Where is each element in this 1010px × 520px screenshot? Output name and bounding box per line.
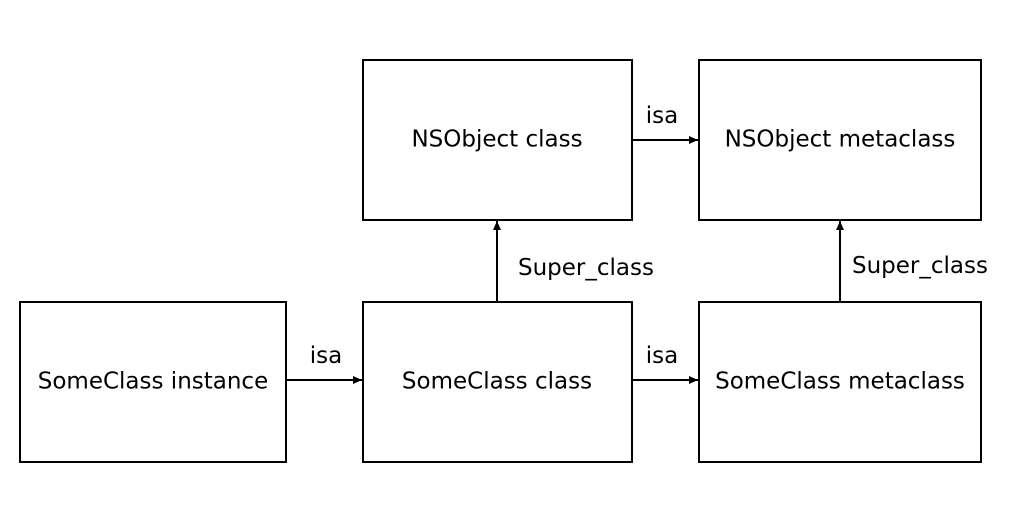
- someclass-class-box: [362, 301, 633, 463]
- someclass-metaclass-label: SomeClass metaclass: [715, 369, 965, 395]
- nsobject-metaclass-box: [698, 59, 982, 221]
- someclass-class-label: SomeClass class: [402, 369, 592, 395]
- nsobject-class-label: NSObject class: [411, 127, 582, 153]
- isa-label-class-to-metaclass: isa: [646, 343, 678, 369]
- isa-label-instance-to-class: isa: [310, 343, 342, 369]
- someclass-instance-label: SomeClass instance: [38, 369, 268, 395]
- superclass-label-someclass: Super_class: [518, 255, 654, 281]
- someclass-instance-box: [19, 301, 287, 463]
- nsobject-class-box: [362, 59, 633, 221]
- superclass-label-metaclass: Super_class: [852, 253, 988, 279]
- isa-label-nsobject-class-to-metaclass: isa: [646, 103, 678, 129]
- someclass-metaclass-box: [698, 301, 982, 463]
- nsobject-metaclass-label: NSObject metaclass: [725, 127, 956, 153]
